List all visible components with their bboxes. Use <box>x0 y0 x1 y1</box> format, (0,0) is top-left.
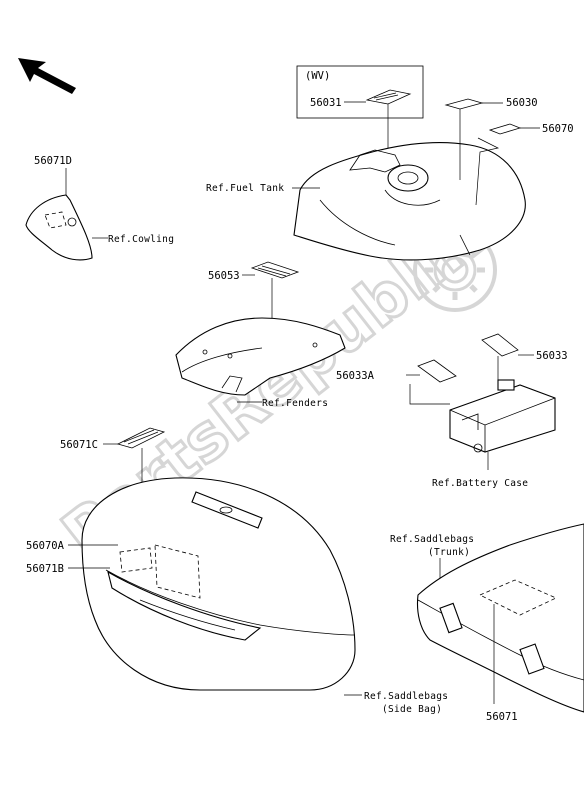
decal-56033 <box>481 333 519 357</box>
decal-56071C <box>116 427 166 449</box>
ref-saddlebags-side: Ref.Saddlebags <box>364 691 448 702</box>
label-56071: 56071 <box>486 711 518 723</box>
trunk: Ref.Saddlebags (Trunk) 56071 <box>390 523 584 723</box>
wv-box-label: (WV) <box>305 70 330 82</box>
fuel-tank: 56030 56070 Ref.Fuel Tank <box>206 97 574 261</box>
battery-case: 56033 56033A Ref.Battery Case <box>336 333 568 489</box>
decal-56070 <box>488 123 522 135</box>
label-56033A: 56033A <box>336 370 375 382</box>
ref-fuel-tank: Ref.Fuel Tank <box>206 183 284 194</box>
front-direction-arrow-icon <box>18 58 76 94</box>
label-56031: 56031 <box>310 97 342 109</box>
label-56030: 56030 <box>506 97 538 109</box>
label-56070A: 56070A <box>26 540 65 552</box>
cowling: 56071D Ref.Cowling <box>25 155 174 261</box>
label-56071D: 56071D <box>34 155 72 167</box>
label-56053: 56053 <box>208 270 240 282</box>
decal-56030 <box>444 98 484 110</box>
label-56033: 56033 <box>536 350 568 362</box>
ref-battery-case: Ref.Battery Case <box>432 478 528 489</box>
label-56071C: 56071C <box>60 439 98 451</box>
ref-saddlebags-trunk: Ref.Saddlebags <box>390 534 474 545</box>
ref-fenders: Ref.Fenders <box>262 398 328 409</box>
label-56070: 56070 <box>542 123 574 135</box>
wv-box: (WV) 56031 <box>296 65 424 218</box>
decal-56033A <box>417 359 457 383</box>
ref-cowling: Ref.Cowling <box>108 234 174 245</box>
side-bag: 56071C 56070A 56071B Ref.Saddlebags (Sid… <box>26 427 448 715</box>
label-56071B: 56071B <box>26 563 64 575</box>
ref-trunk: (Trunk) <box>428 547 470 558</box>
front-fender: 56053 Ref.Fenders <box>175 261 346 409</box>
ref-side-bag: (Side Bag) <box>382 704 442 715</box>
